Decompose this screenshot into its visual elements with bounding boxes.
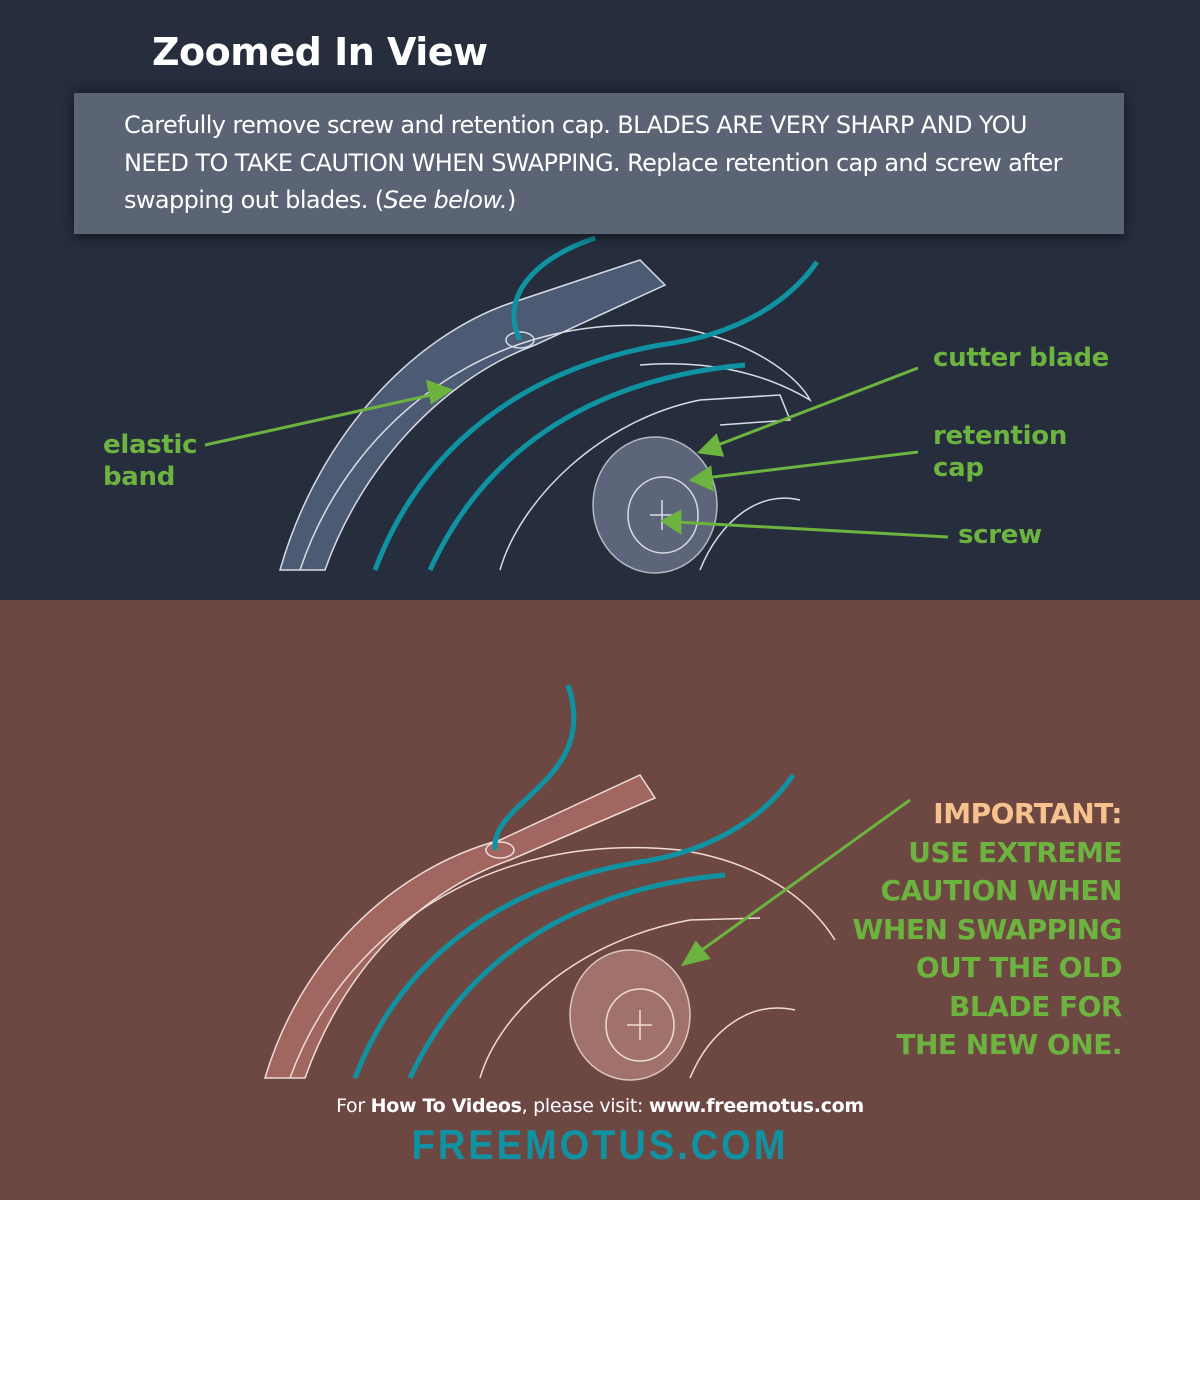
subheading-line-1: (Tippet Tender xyxy=(88,1307,307,1343)
reference-blade-illustration xyxy=(263,684,911,1081)
visit-mid: , please visit: xyxy=(521,1095,649,1117)
page-title: Zoomed In View xyxy=(152,30,488,74)
visit-bold: How To Videos xyxy=(370,1095,522,1117)
reference-subheading: (Tippet Tender sold separately) xyxy=(88,1305,330,1387)
instructions-end: ) xyxy=(507,186,516,214)
visit-line: For How To Videos, please visit: www.fre… xyxy=(0,1095,1200,1117)
label-screw: screw xyxy=(958,520,1042,550)
brand-logo-text: FREEMOTUS.COM xyxy=(411,1122,789,1170)
important-note: IMPORTANT: USE EXTREME CAUTION WHEN WHEN… xyxy=(852,795,1123,1065)
visit-url-link[interactable]: www.freemotus.com xyxy=(648,1095,864,1117)
zoomed-blade-illustration xyxy=(204,235,949,574)
label-cutter-blade: cutter blade xyxy=(933,343,1110,373)
reference-heading: For reference only xyxy=(88,1257,443,1303)
instructions-main: Carefully remove screw and retention cap… xyxy=(124,111,1063,214)
instructions-text: Carefully remove screw and retention cap… xyxy=(124,107,1084,220)
important-line: THE NEW ONE. xyxy=(896,1028,1122,1061)
important-line: OUT THE OLD xyxy=(915,951,1123,984)
visit-prefix: For xyxy=(336,1095,371,1117)
subheading-line-2: sold separately) xyxy=(88,1348,330,1384)
important-title: IMPORTANT: xyxy=(933,797,1122,830)
label-elastic-band: elastic band xyxy=(103,430,198,492)
important-line: WHEN SWAPPING xyxy=(852,912,1123,946)
label-retention-cap: retention cap xyxy=(933,421,1068,483)
zoomed-view-panel: Zoomed In View Carefully remove screw an… xyxy=(0,0,1200,600)
important-line: BLADE FOR xyxy=(949,989,1122,1023)
important-line: USE EXTREME xyxy=(908,835,1122,869)
instructions-italic: See below. xyxy=(383,186,508,214)
important-line: CAUTION WHEN xyxy=(880,874,1123,907)
instructions-banner: Carefully remove screw and retention cap… xyxy=(74,93,1124,234)
